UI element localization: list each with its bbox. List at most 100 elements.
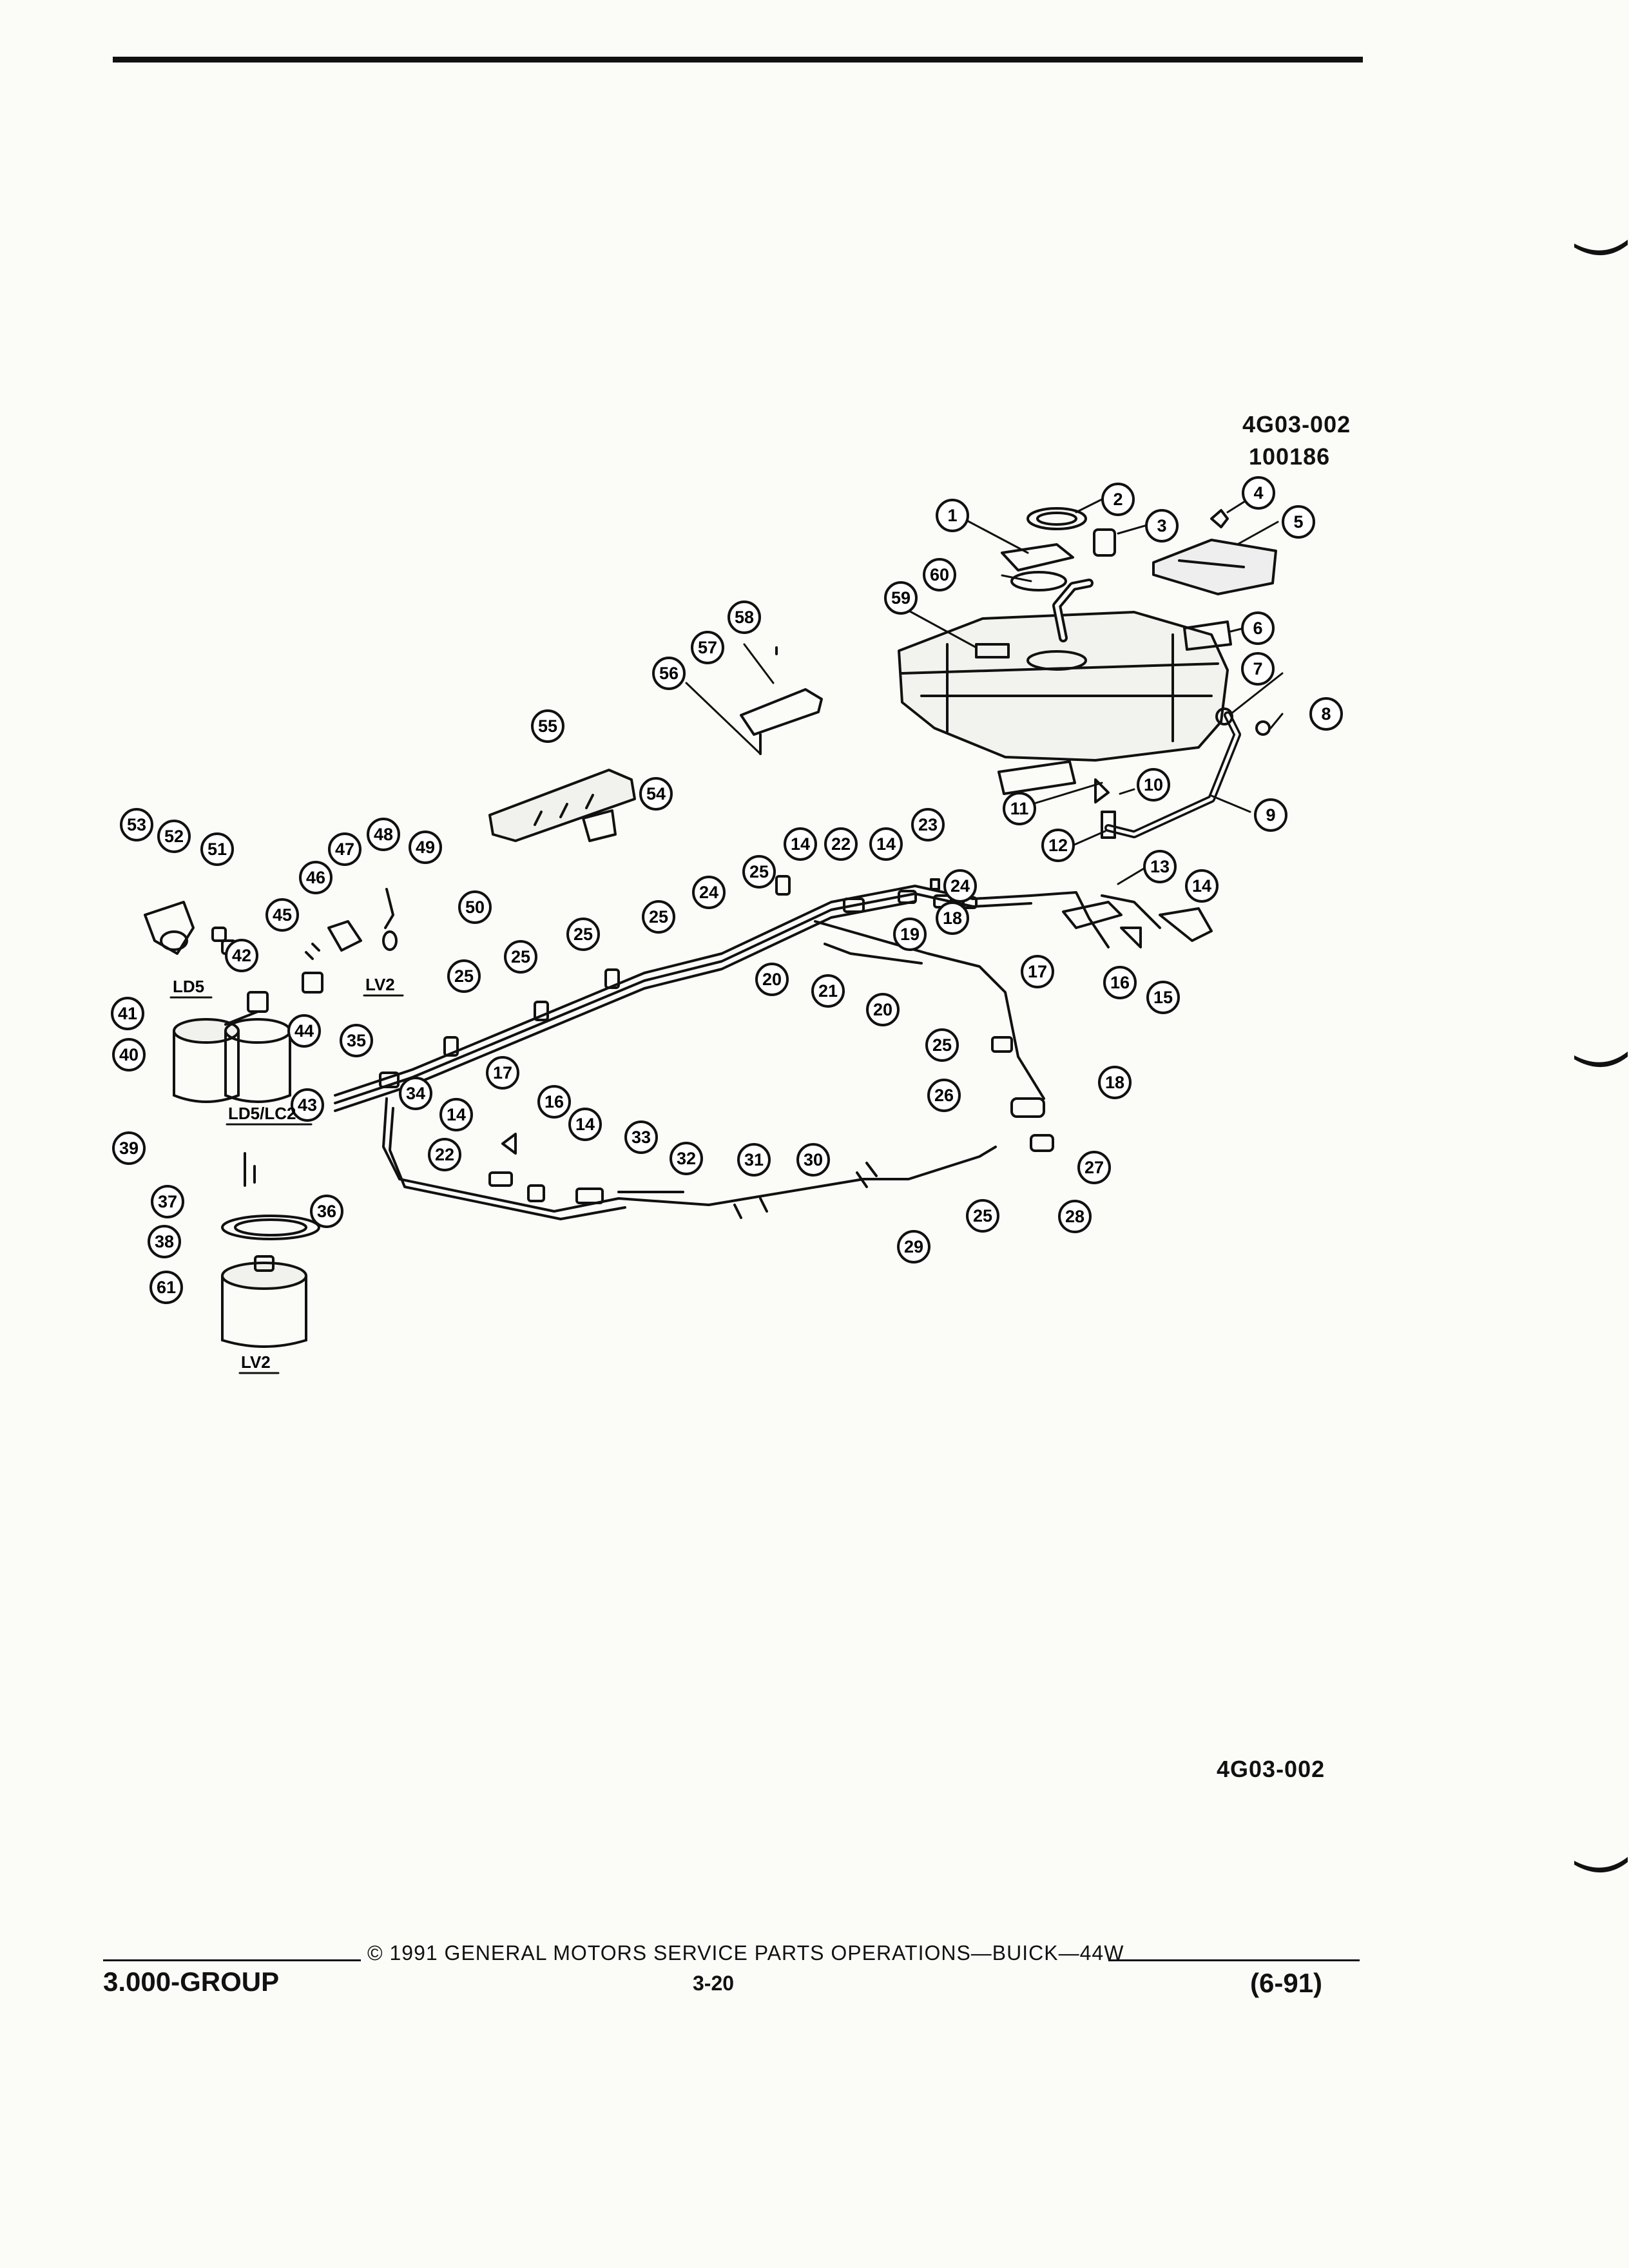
svg-text:31: 31 (744, 1150, 764, 1169)
svg-text:14: 14 (575, 1115, 595, 1134)
svg-text:33: 33 (631, 1128, 651, 1147)
callout-31: 31 (737, 1143, 771, 1177)
binding-mark (1574, 1857, 1628, 1873)
svg-text:61: 61 (157, 1278, 176, 1297)
svg-text:45: 45 (273, 905, 292, 925)
svg-text:9: 9 (1266, 805, 1275, 825)
page-number: 3-20 (693, 1972, 735, 1995)
svg-text:14: 14 (1192, 876, 1211, 896)
svg-text:3: 3 (1157, 516, 1166, 535)
callout-26: 26 (927, 1079, 961, 1112)
callout-57: 57 (691, 631, 724, 664)
svg-text:58: 58 (735, 608, 754, 627)
svg-text:43: 43 (298, 1095, 317, 1115)
callout-42: 42 (225, 939, 258, 972)
svg-text:7: 7 (1253, 659, 1262, 678)
svg-text:13: 13 (1150, 857, 1170, 876)
svg-text:4: 4 (1253, 483, 1263, 503)
callout-39: 39 (112, 1131, 146, 1165)
svg-text:34: 34 (406, 1084, 425, 1103)
svg-text:25: 25 (932, 1035, 952, 1055)
callout-44: 44 (287, 1014, 321, 1048)
callout-28: 28 (1058, 1200, 1092, 1233)
callout-8: 8 (1309, 697, 1343, 731)
svg-text:41: 41 (118, 1004, 137, 1023)
svg-text:8: 8 (1321, 704, 1331, 724)
callout-51: 51 (200, 832, 234, 866)
svg-text:54: 54 (646, 784, 666, 803)
svg-text:36: 36 (317, 1202, 336, 1221)
callout-38: 38 (148, 1225, 181, 1258)
svg-text:19: 19 (900, 925, 920, 944)
callout-14: 14 (1185, 869, 1219, 903)
footer-rule-right (1108, 1959, 1360, 1961)
svg-text:24: 24 (950, 876, 970, 896)
callout-37: 37 (151, 1185, 184, 1218)
svg-text:5: 5 (1293, 512, 1303, 532)
binding-mark (1574, 1052, 1628, 1068)
svg-text:10: 10 (1144, 775, 1163, 794)
svg-text:17: 17 (1028, 962, 1047, 981)
callout-18: 18 (936, 901, 969, 935)
callout-14: 14 (568, 1108, 602, 1141)
fuel-tank (898, 579, 1229, 762)
callout-5: 5 (1282, 505, 1315, 539)
callout-25: 25 (966, 1199, 999, 1233)
callout-27: 27 (1077, 1151, 1111, 1184)
filler-neck (1094, 707, 1271, 839)
fuel-filter-assemblies (144, 888, 398, 1348)
svg-text:16: 16 (1110, 973, 1130, 992)
svg-text:52: 52 (164, 827, 184, 846)
svg-text:20: 20 (762, 970, 782, 989)
callout-22: 22 (824, 827, 858, 861)
callout-13: 13 (1143, 850, 1177, 883)
svg-text:18: 18 (943, 908, 962, 928)
svg-text:25: 25 (454, 966, 474, 986)
svg-text:46: 46 (306, 868, 325, 887)
callout-47: 47 (328, 832, 361, 866)
callout-45: 45 (265, 898, 299, 932)
revision-date: (6-91) (1250, 1968, 1323, 1998)
svg-text:48: 48 (374, 825, 393, 844)
variant-label: LV2 (365, 975, 395, 994)
variant-label: LD5/LC2 (228, 1104, 296, 1123)
callout-22: 22 (428, 1138, 461, 1171)
svg-text:22: 22 (831, 834, 851, 854)
binding-mark (1574, 240, 1628, 256)
callout-2: 2 (1101, 483, 1135, 516)
callout-24: 24 (692, 876, 726, 909)
callout-10: 10 (1137, 768, 1170, 802)
callout-19: 19 (893, 918, 927, 951)
svg-text:25: 25 (511, 947, 530, 966)
callout-6: 6 (1241, 611, 1275, 645)
figure-code: 4G03-002 (1242, 411, 1351, 437)
callout-53: 53 (120, 808, 153, 841)
svg-text:2: 2 (1113, 490, 1123, 509)
svg-text:25: 25 (649, 907, 668, 927)
line-fittings (379, 875, 1213, 1219)
svg-text:21: 21 (818, 981, 838, 1001)
copyright-notice: © 1991 GENERAL MOTORS SERVICE PARTS OPER… (367, 1941, 1124, 1965)
footer-figure-code: 4G03-002 (1217, 1756, 1325, 1782)
svg-text:26: 26 (934, 1086, 954, 1105)
callout-48: 48 (367, 818, 400, 851)
callout-25: 25 (642, 900, 675, 934)
callout-25: 25 (925, 1028, 959, 1062)
svg-text:30: 30 (804, 1150, 823, 1169)
svg-text:29: 29 (904, 1237, 923, 1256)
callout-11: 11 (1003, 792, 1036, 825)
callout-4: 4 (1242, 476, 1275, 510)
top-rule (113, 57, 1363, 62)
svg-text:42: 42 (232, 946, 251, 965)
callout-20: 20 (755, 963, 789, 996)
callout-30: 30 (796, 1143, 830, 1177)
variant-label: LV2 (241, 1352, 271, 1372)
callout-33: 33 (624, 1120, 658, 1154)
callout-55: 55 (531, 709, 564, 743)
callout-46: 46 (299, 861, 333, 894)
svg-text:40: 40 (119, 1045, 139, 1064)
callout-14: 14 (439, 1098, 473, 1131)
svg-text:28: 28 (1065, 1207, 1084, 1226)
